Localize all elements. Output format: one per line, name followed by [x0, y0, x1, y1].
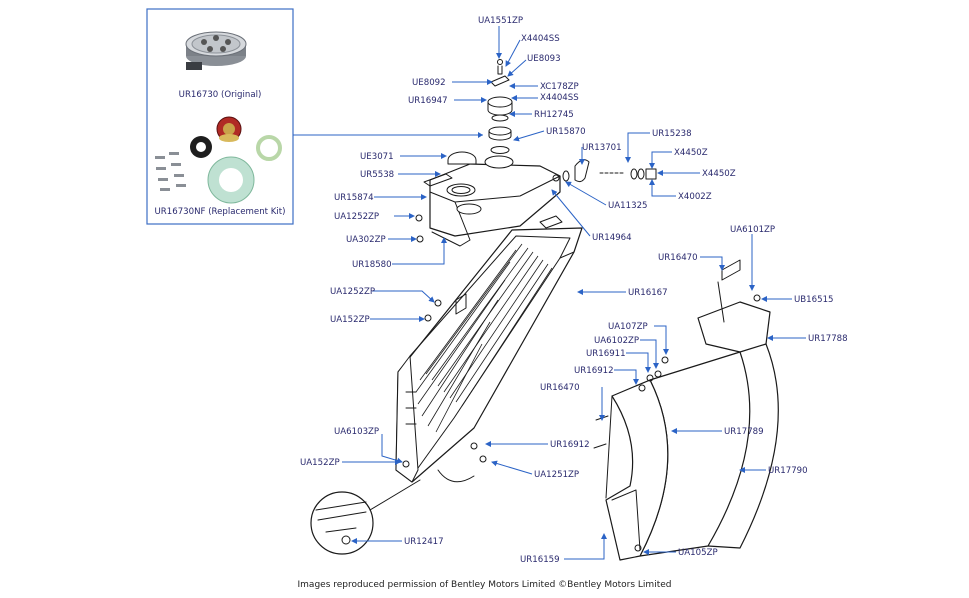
- part-label: X4002Z: [678, 192, 712, 202]
- part-label: UA6103ZP: [334, 427, 379, 437]
- part-label: X4450Z: [702, 169, 736, 179]
- part-label: UE8093: [527, 54, 561, 64]
- part-label: UR16911: [586, 349, 626, 359]
- part-label: UA1252ZP: [334, 212, 379, 222]
- part-label: UR17790: [768, 466, 808, 476]
- part-label: UR13701: [582, 143, 622, 153]
- detail-circle-drawing: [310, 479, 421, 555]
- part-label: UR16912: [550, 440, 590, 450]
- part-label: UA1551ZP: [478, 16, 523, 26]
- part-label: UA105ZP: [678, 548, 718, 558]
- part-label: UR5538: [360, 170, 394, 180]
- inset-original-label: UR16730 (Original): [179, 90, 262, 100]
- part-labels: UA1551ZP X4404SS UE8093 UE8092 XC178ZP U…: [300, 16, 848, 565]
- part-label: UA11325: [608, 201, 648, 211]
- part-label: UR18580: [352, 260, 392, 270]
- part-label: RH12745: [534, 110, 574, 120]
- part-label: UR15238: [652, 129, 692, 139]
- original-cap-image: [185, 31, 247, 70]
- part-label: UR16947: [408, 96, 448, 106]
- part-label: UR16470: [658, 253, 698, 263]
- part-label: UA1251ZP: [534, 470, 579, 480]
- radiator-drawing: [395, 215, 583, 483]
- part-label: UR17789: [724, 427, 764, 437]
- part-label: UR16159: [520, 555, 560, 565]
- part-label: UR16167: [628, 288, 668, 298]
- part-label: UA6101ZP: [730, 225, 775, 235]
- inset-kit-label: UR16730NF (Replacement Kit): [155, 207, 286, 217]
- inset-panel: UR16730 (Original) UR16730NF (Replacem: [146, 8, 294, 225]
- replacement-kit-image: [155, 116, 282, 204]
- part-label: UR12417: [404, 537, 444, 547]
- part-label: UR16470: [540, 383, 580, 393]
- part-label: UA302ZP: [346, 235, 386, 245]
- part-label: UA107ZP: [608, 322, 648, 332]
- part-label: UA1252ZP: [330, 287, 375, 297]
- part-label: UR14964: [592, 233, 632, 243]
- part-label: UR15874: [334, 193, 374, 203]
- part-label: X4404SS: [540, 93, 579, 103]
- part-label: X4404SS: [521, 34, 560, 44]
- fan-cowl-drawing: [593, 259, 779, 561]
- part-label: UB16515: [794, 295, 834, 305]
- part-label: UR16912: [574, 366, 614, 376]
- copyright-credit: Images reproduced permission of Bentley …: [297, 580, 672, 590]
- leader-lines: [342, 26, 806, 560]
- part-label: UA6102ZP: [594, 336, 639, 346]
- part-label: UE3071: [360, 152, 394, 162]
- part-label: UA152ZP: [330, 315, 370, 325]
- part-label: UE8092: [412, 78, 446, 88]
- part-label: XC178ZP: [540, 82, 579, 92]
- part-label: UR17788: [808, 334, 848, 344]
- part-label: UR15870: [546, 127, 586, 137]
- part-label: X4450Z: [674, 148, 708, 158]
- part-label: UA152ZP: [300, 458, 340, 468]
- expansion-tank-drawing: [415, 59, 657, 247]
